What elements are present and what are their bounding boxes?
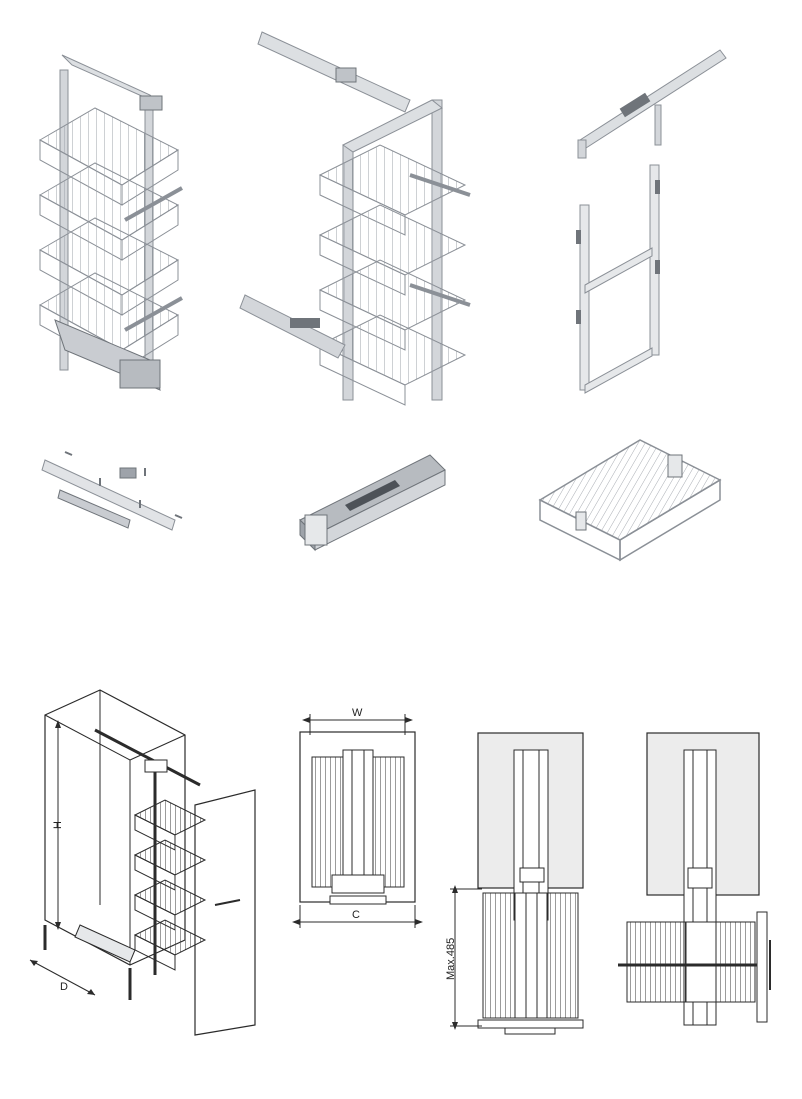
extended-pullout-side-view-drawing: [618, 732, 771, 1026]
depth-dimension-label: D: [60, 981, 68, 993]
soft-close-slide-illustration: [299, 454, 446, 552]
width-dimension-label: W: [352, 707, 363, 719]
cabinet-installation-drawing: H D: [29, 689, 256, 1036]
exploded-frame-with-baskets-illustration: [239, 31, 471, 406]
cabinet-basket-4: [133, 919, 207, 971]
extended-pullout-top-view-drawing: Max.485: [445, 732, 584, 1035]
wire-basket-illustration: [538, 439, 722, 562]
frame-basket-4: [318, 314, 467, 406]
frame-and-top-slide-illustration: [576, 49, 727, 394]
height-dimension-label: H: [52, 821, 64, 829]
mounting-rail-parts-illustration: [41, 451, 183, 531]
assembled-pantry-unit-illustration: [38, 54, 183, 391]
clearance-dimension-label: C: [352, 909, 360, 921]
max-extension-dimension-label: Max.485: [445, 938, 457, 980]
top-view-drawing: W C: [292, 707, 423, 928]
